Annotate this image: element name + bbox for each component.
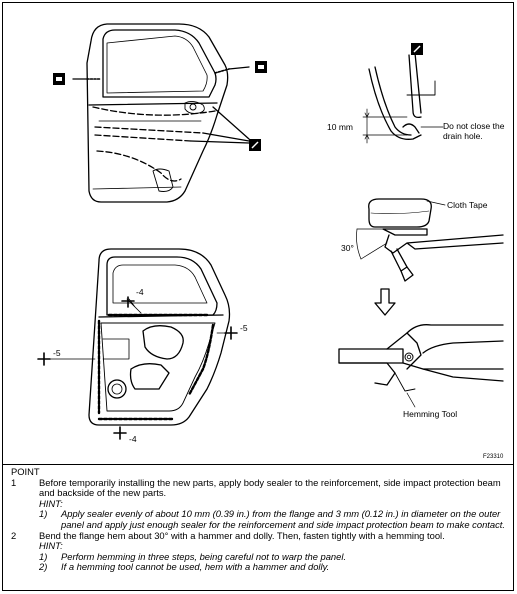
figure-code: F23310	[483, 454, 504, 460]
point-heading: POINT	[11, 466, 40, 477]
point-notes: POINT 1 Before temporarily installing th…	[11, 466, 509, 573]
hint-item: 2) If a hemming tool cannot be used, hem…	[39, 562, 509, 573]
callout-label: -5	[240, 323, 248, 333]
dimension-label: 10 mm	[327, 122, 353, 132]
hint-text: Apply sealer evenly of about 10 mm (0.39…	[61, 508, 506, 530]
hint-label: HINT:	[39, 497, 63, 509]
point-item: 2 Bend the flange hem about 30° with a h…	[11, 529, 509, 542]
rear-door-bottom-view	[37, 248, 238, 440]
hint-item: 1) Apply sealer evenly of about 10 mm (0…	[39, 509, 509, 530]
hint-number: 2)	[39, 561, 48, 573]
rear-door-top-view	[72, 23, 250, 203]
callout-label: -5	[53, 348, 61, 358]
hint-text: Perform hemming in three steps, being ca…	[61, 550, 347, 562]
hint-text: If a hemming tool cannot be used, hem wi…	[61, 561, 330, 573]
hemming-step-tool	[338, 324, 504, 408]
hemming-step-cloth-tape	[356, 198, 504, 282]
point-item: 1 Before temporarily installing the new …	[11, 476, 509, 499]
point-text: Before temporarily installing the new pa…	[39, 476, 501, 499]
angle-label: 30°	[341, 243, 354, 253]
drain-hole-note: Do not close the drain hole.	[443, 121, 505, 141]
callout-label: -4	[129, 434, 137, 444]
point-number: 2	[11, 529, 17, 541]
point-text: Bend the flange hem about 30° with a ham…	[39, 529, 445, 541]
hint-number: 1)	[39, 550, 48, 562]
illustration-panel: 10 mm Do not close the drain hole. Cloth…	[3, 3, 513, 465]
sealer-icons	[53, 43, 423, 151]
hint-number: 1)	[39, 508, 48, 520]
step-arrow	[374, 288, 396, 316]
flange-section-detail	[362, 52, 444, 144]
callout-label: -4	[136, 287, 144, 297]
rear-door-repair-illustration	[37, 23, 504, 440]
cloth-tape-label: Cloth Tape	[447, 200, 488, 210]
hint-item: 1) Perform hemming in three steps, being…	[39, 550, 509, 563]
hint-label: HINT:	[39, 540, 63, 552]
point-number: 1	[11, 476, 17, 488]
hemming-tool-label: Hemming Tool	[403, 409, 458, 419]
